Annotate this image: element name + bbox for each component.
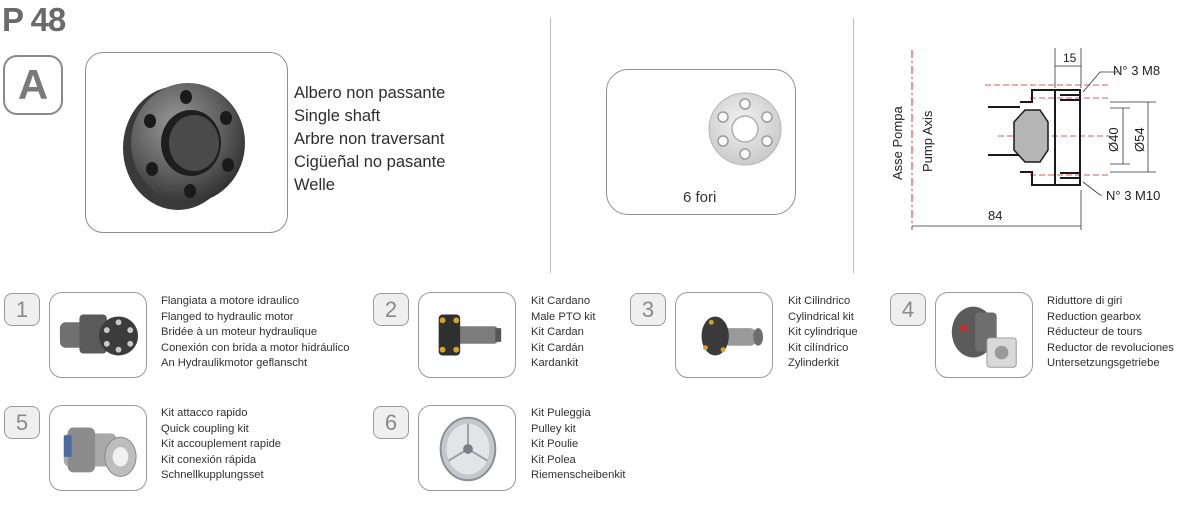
accessory-text-1: Flangiata a motore idraulico Flanged to … xyxy=(161,294,349,372)
accessory-5-line-3: Kit conexión rápida xyxy=(161,453,257,466)
accessory-number-5: 5 xyxy=(4,406,40,439)
accessory-1-line-0: Flangiata a motore idraulico xyxy=(161,295,300,307)
pump-axis-label: Pump Axis xyxy=(920,110,935,172)
accessory-image-3 xyxy=(675,292,773,378)
desc-line-es: Cigüeñal no pasante xyxy=(294,153,446,171)
accessory-1-line-4: An Hydraulikmotor geflanscht xyxy=(161,357,308,370)
accessory-image-1 xyxy=(49,292,147,378)
accessory-3-line-1: Cylindrical kit xyxy=(788,310,854,323)
accessory-image-2 xyxy=(418,292,516,378)
accessory-6-line-2: Kit Poulie xyxy=(531,438,579,451)
accessory-6-line-4: Riemenscheibenkit xyxy=(531,469,626,482)
accessory-4-line-2: Réducteur de tours xyxy=(1047,326,1143,339)
accessory-text-3: Kit Cilindrico Cylindrical kit Kit cylin… xyxy=(788,294,858,372)
accessory-text-4: Riduttore di giri Reduction gearbox Rédu… xyxy=(1047,294,1174,372)
page-title: P 48 xyxy=(2,1,66,38)
accessory-4-line-1: Reduction gearbox xyxy=(1047,310,1141,323)
accessory-4-line-3: Reductor de revoluciones xyxy=(1047,341,1174,354)
accessory-6-line-0: Kit Puleggia xyxy=(531,407,591,419)
cardan-kit-icon xyxy=(438,314,502,356)
desc-line-en: Single shaft xyxy=(294,107,381,125)
accessory-1-line-1: Flanged to hydraulic motor xyxy=(161,310,294,323)
quick-coupling-icon xyxy=(63,427,137,477)
pulley-kit-icon xyxy=(439,416,497,482)
screw-top-label: N° 3 M8 xyxy=(1113,63,1160,78)
accessory-number-4: 4 xyxy=(890,293,926,326)
accessory-2-line-4: Kardankit xyxy=(531,357,579,370)
accessory-2-line-1: Male PTO kit xyxy=(531,310,596,323)
shaft-cone xyxy=(1013,109,1049,163)
divider-left xyxy=(550,18,551,273)
accessory-number-3: 3 xyxy=(630,293,666,326)
accessory-number-2: 2 xyxy=(373,293,409,326)
accessory-number-6: 6 xyxy=(373,406,409,439)
dim-d40-label: Ø40 xyxy=(1106,127,1121,152)
cylindrical-kit-icon xyxy=(701,316,764,356)
desc-line-it: Albero non passante xyxy=(294,84,446,102)
accessory-5-line-4: Schnellkupplungsset xyxy=(161,469,264,482)
accessory-4-line-0: Riduttore di giri xyxy=(1047,295,1123,307)
accessory-6-line-1: Pulley kit xyxy=(531,422,576,435)
accessory-2-line-3: Kit Cardán xyxy=(531,341,584,354)
accessory-image-5 xyxy=(49,405,147,491)
dim-15-label: 15 xyxy=(1063,51,1077,65)
accessory-1-line-3: Conexión con brida a motor hidráulico xyxy=(161,341,350,354)
accessory-6-line-3: Kit Polea xyxy=(531,453,576,466)
flange-icon xyxy=(123,83,245,210)
desc-line-de: Welle xyxy=(294,176,335,194)
desc-line-fr: Arbre non traversant xyxy=(294,130,445,148)
flange-section xyxy=(988,89,1081,186)
hydraulic-motor-flange-icon xyxy=(59,314,139,356)
accessory-text-2: Kit Cardano Male PTO kit Kit Cardan Kit … xyxy=(531,294,595,372)
asse-pompa-label: Asse Pompa xyxy=(890,106,905,180)
accessory-number-1: 1 xyxy=(4,293,40,326)
flange-image-frame xyxy=(85,52,288,233)
accessory-image-6 xyxy=(418,405,516,491)
accessory-5-line-1: Quick coupling kit xyxy=(161,422,249,435)
reduction-gearbox-icon xyxy=(951,306,1017,368)
accessory-2-line-0: Kit Cardano xyxy=(531,295,591,307)
accessory-3-line-4: Zylinderkit xyxy=(788,357,839,370)
accessory-text-6: Kit Puleggia Pulley kit Kit Poulie Kit P… xyxy=(531,406,626,484)
dim-d54-label: Ø54 xyxy=(1132,127,1147,152)
divider-right xyxy=(853,18,854,273)
accessory-image-4 xyxy=(935,292,1033,378)
accessory-1-line-2: Bridée à un moteur hydraulique xyxy=(161,326,318,339)
accessory-3-line-3: Kit cilíndrico xyxy=(788,341,849,354)
accessory-3-line-2: Kit cylindrique xyxy=(788,326,858,339)
accessory-5-line-0: Kit attacco rapido xyxy=(161,407,248,419)
holes-frame: 6 fori xyxy=(606,69,796,215)
accessory-4-line-4: Untersetzungsgetriebe xyxy=(1047,357,1160,370)
accessory-2-line-2: Kit Cardan xyxy=(531,326,584,339)
technical-drawing: 15 Ø40 Ø54 N° 3 M8 N° 3 M10 84 Asse Pomp… xyxy=(890,48,1160,230)
screw-bottom-label: N° 3 M10 xyxy=(1106,188,1160,203)
accessory-text-5: Kit attacco rapido Quick coupling kit Ki… xyxy=(161,406,281,484)
dim-84-label: 84 xyxy=(988,208,1002,223)
variant-description: Albero non passante Single shaft Arbre n… xyxy=(294,82,445,197)
accessory-5-line-2: Kit accouplement rapide xyxy=(161,438,282,451)
holes-label: 6 fori xyxy=(683,189,717,206)
six-hole-flange-icon xyxy=(708,92,782,166)
accessory-3-line-0: Kit Cilindrico xyxy=(788,295,851,307)
variant-badge: A xyxy=(3,55,63,115)
